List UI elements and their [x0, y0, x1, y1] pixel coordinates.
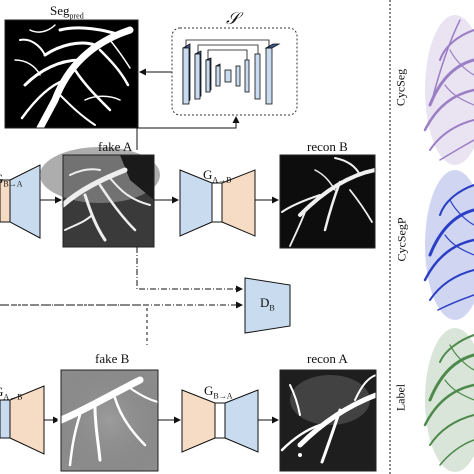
generator-b-to-a-left-label: GB→A [0, 172, 23, 189]
discriminator-b-label: DB [260, 296, 275, 313]
fake-b-label-text: fake B [95, 351, 130, 366]
generator-a-to-b-left [0, 385, 45, 455]
segmenter-label-text: 𝒮 [226, 9, 240, 28]
tree-cycseg [423, 15, 474, 165]
fake-a-label: fake A [98, 140, 132, 153]
arrow-fakea-to-segmenter [136, 116, 240, 150]
tree-cycsegp [423, 170, 474, 320]
generator-a-to-b-left-label-base: G [0, 384, 3, 399]
tree-label [423, 328, 474, 472]
discriminator-b [244, 277, 291, 334]
seg-pred-label-base: Seg [50, 3, 70, 18]
recon-a-label-text: recon A [307, 351, 348, 366]
seg-pred-image [4, 19, 139, 132]
arrow-real-to-fakeb [0, 304, 148, 345]
generator-b-to-a-left-label-sub: B→A [3, 179, 23, 189]
generator-b-to-a-label-base: G [204, 383, 214, 398]
recon-a-label: recon A [307, 352, 348, 365]
side-label-label-text: Label [393, 383, 408, 412]
generator-b-to-a-label-sub: B→A [213, 391, 233, 401]
generator-b-to-a [181, 389, 259, 453]
generator-a-to-b [179, 169, 256, 237]
recon-b-label-text: recon B [307, 139, 348, 154]
fake-a-label-text: fake A [98, 139, 133, 154]
fake-b-label: fake B [95, 352, 129, 365]
recon-a-image [279, 369, 379, 472]
side-label-cycseg: CycSeg [394, 68, 409, 108]
discriminator-b-label-sub: B [269, 303, 275, 313]
seg-pred-label: Segpred [50, 4, 84, 21]
segmenter-network [171, 27, 298, 116]
generator-b-to-a-left-label-base: G [0, 171, 3, 186]
side-label-label: Label [394, 378, 409, 418]
side-label-cycsegp-text: CycSegP [394, 217, 409, 262]
fake-a-image [40, 147, 160, 248]
segmenter-label: 𝒮 [226, 10, 239, 27]
recon-b-label: recon B [307, 140, 348, 153]
recon-b-image [279, 154, 377, 249]
generator-a-to-b-label-sub: A→B [212, 175, 232, 185]
discriminator-b-label-base: D [260, 295, 270, 310]
side-label-cycseg-text: CycSeg [393, 68, 408, 107]
generator-b-to-a-label: GB→A [204, 384, 233, 401]
generator-a-to-b-left-label: GA→B [0, 385, 23, 402]
generator-a-to-b-left-label-sub: A→B [3, 392, 23, 402]
generator-a-to-b-label: GA→B [203, 168, 232, 185]
generator-b-to-a-left [0, 164, 41, 239]
seg-pred-label-sub: pred [69, 11, 84, 21]
arrow-fakea-to-discriminator [136, 247, 243, 293]
generator-a-to-b-label-base: G [203, 167, 213, 182]
side-label-cycsegp: CycSegP [395, 217, 410, 263]
fake-b-image [57, 369, 159, 472]
